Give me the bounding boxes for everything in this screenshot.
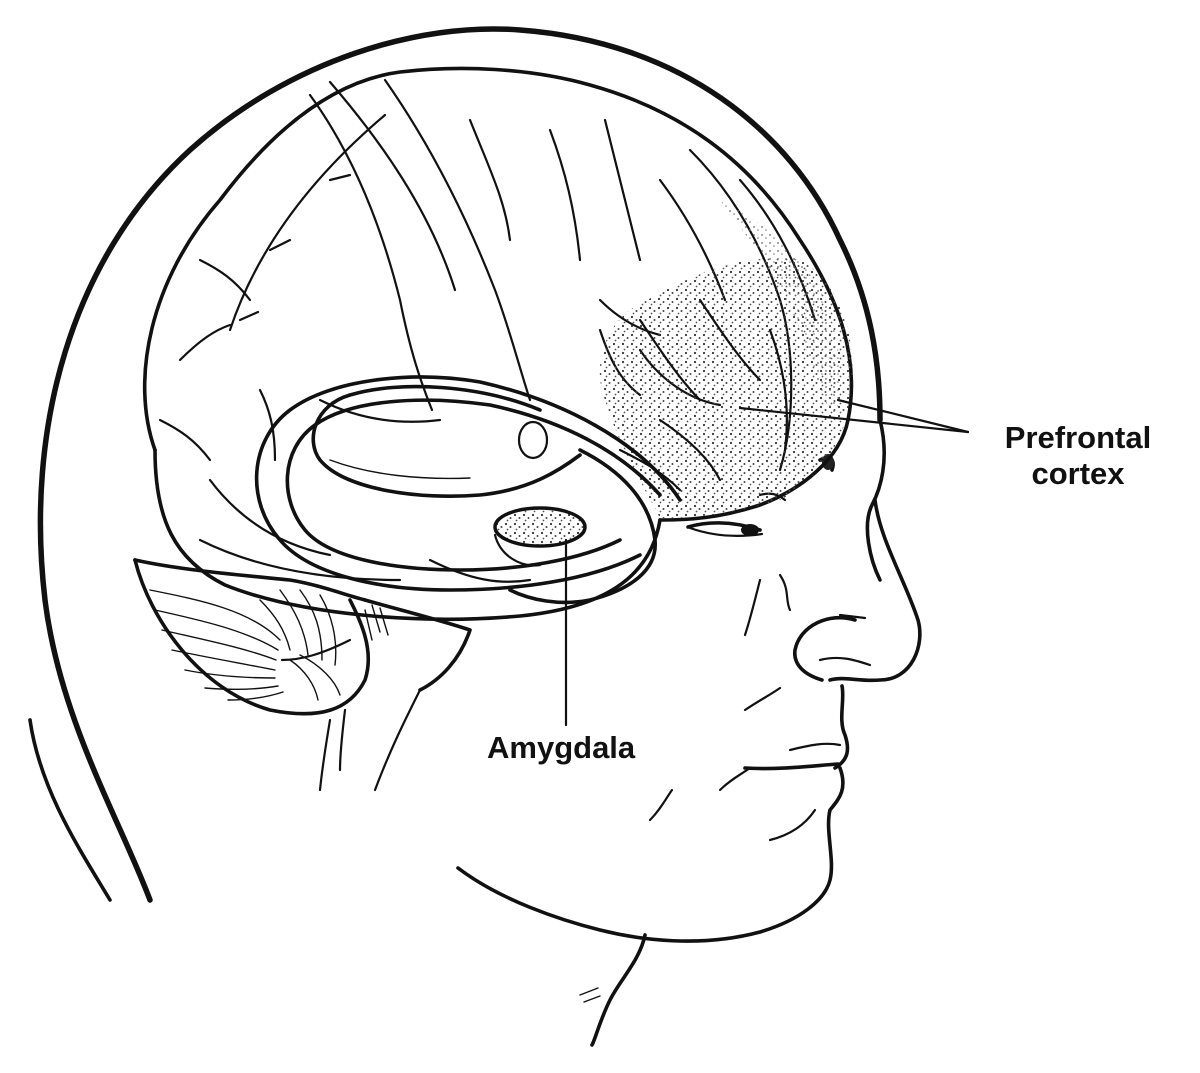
mammillary-body [517,420,549,460]
prefrontal-cortex-label: Prefrontal cortex [978,420,1178,492]
amygdala [493,506,587,567]
amygdala-label: Amygdala [487,730,636,765]
prefrontal-cortex-label-line2: cortex [1031,456,1125,491]
prefrontal-leader-lines [738,398,970,434]
prefrontal-cortex-region [599,200,853,518]
face-profile [456,418,922,1047]
brainstem [318,598,472,792]
head-outline [28,26,883,903]
limbic-arc [254,375,682,605]
cerebellum [133,558,371,716]
prefrontal-cortex-label-line1: Prefrontal [1004,420,1152,455]
